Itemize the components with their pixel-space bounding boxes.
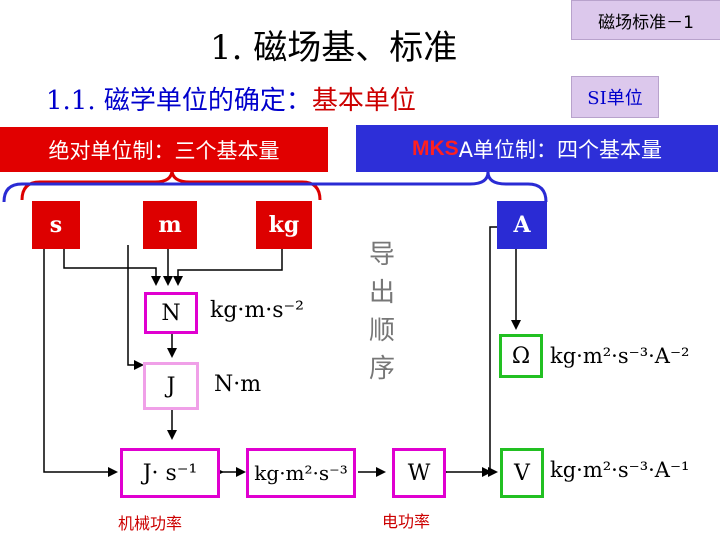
unit-s-box: s xyxy=(32,201,80,249)
page-tag: 磁场标准－1 xyxy=(571,0,720,40)
mks-banner-text: A单位制：四个基本量 xyxy=(458,137,663,162)
subtitle-prefix: 1.1. 磁学单位的确定： xyxy=(46,86,312,116)
note-char-1: 导 xyxy=(368,240,395,270)
electric-power-label: 电功率 xyxy=(382,512,431,531)
line-kg-N xyxy=(173,248,283,286)
blue-brace xyxy=(2,171,548,203)
power-expression-box: kg·m²·s⁻³ xyxy=(246,448,356,498)
mks-label: MKS xyxy=(411,136,459,160)
note-char-3: 顺 xyxy=(368,316,395,346)
line-A-V xyxy=(488,226,502,477)
si-tag: SI单位 xyxy=(571,76,659,118)
joule-box: J xyxy=(143,362,199,410)
page-title: 1. 磁场基、标准 xyxy=(210,28,458,68)
note-char-2: 出 xyxy=(368,278,395,308)
joule-expression: N·m xyxy=(214,372,262,397)
cgs-banner: 绝对单位制：三个基本量 xyxy=(0,127,328,172)
unit-kg-box: kg xyxy=(256,201,312,249)
volt-expression: kg·m²·s⁻³·A⁻¹ xyxy=(550,458,690,482)
line-m-J xyxy=(127,245,144,370)
unit-m-box: m xyxy=(143,201,197,249)
line-s-N xyxy=(63,246,161,286)
derivation-order-note: 导 出 顺 序 xyxy=(365,236,399,388)
line-s-Js xyxy=(43,246,118,477)
mechanical-power-label: 机械功率 xyxy=(118,514,183,533)
note-char-4: 序 xyxy=(368,354,395,384)
watt-box: W xyxy=(392,448,446,498)
section-subtitle: 1.1. 磁学单位的确定：基本单位 xyxy=(46,80,416,117)
mechanical-power-box: J· s⁻¹ xyxy=(120,448,220,498)
newton-expression: kg·m·s⁻² xyxy=(210,298,304,323)
newton-box: N xyxy=(144,292,198,334)
unit-A-box: A xyxy=(497,201,547,249)
ohm-box: Ω xyxy=(499,334,543,378)
volt-box: V xyxy=(500,448,544,498)
subtitle-highlight: 基本单位 xyxy=(311,86,416,116)
ohm-expression: kg·m²·s⁻³·A⁻² xyxy=(550,344,690,368)
